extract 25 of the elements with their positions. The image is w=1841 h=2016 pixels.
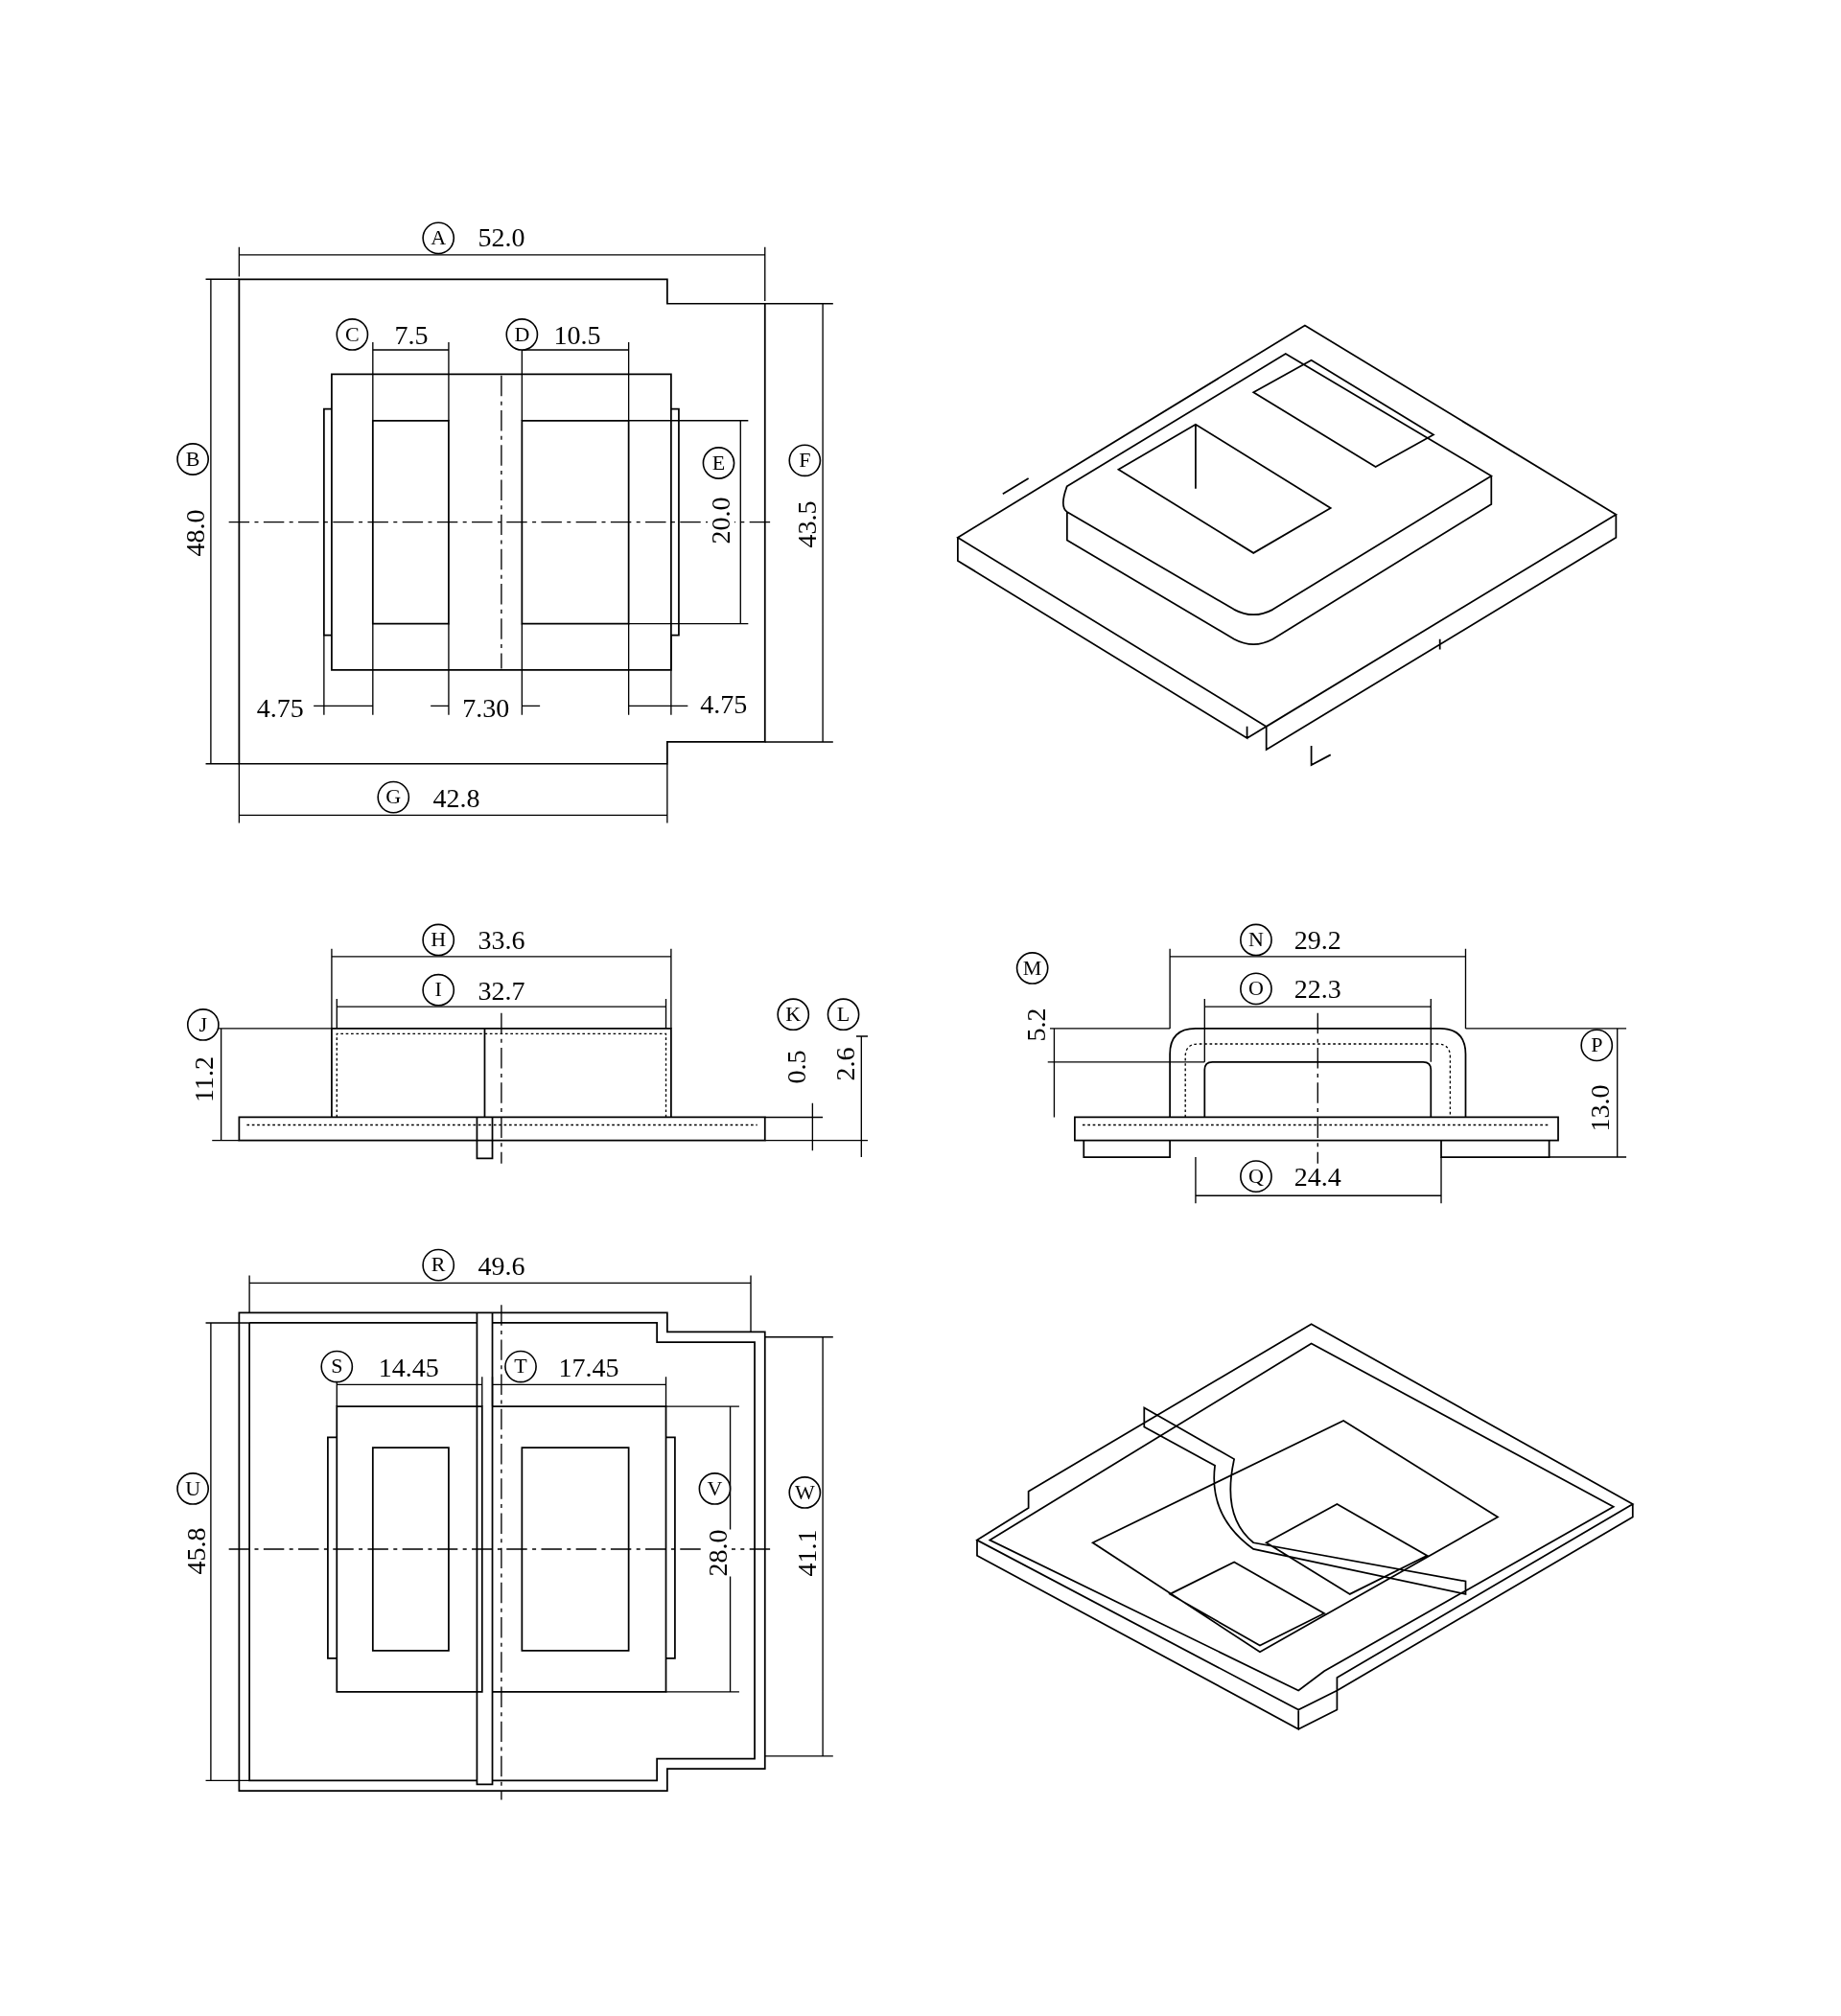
callout-letter: T bbox=[514, 1356, 527, 1378]
dimension-value: 28.0 bbox=[705, 1529, 733, 1577]
callout-letter: E bbox=[711, 452, 726, 474]
callout-letter: J bbox=[198, 1013, 208, 1035]
callout-letter: K bbox=[785, 1003, 802, 1025]
callout-letter: N bbox=[1248, 929, 1264, 951]
callout-letter: A bbox=[431, 227, 447, 249]
callout-letter: H bbox=[431, 929, 447, 951]
callout-letter: M bbox=[1022, 957, 1042, 979]
callout-letter: I bbox=[434, 979, 442, 1001]
callout-letter: C bbox=[345, 323, 360, 345]
callout-letter: R bbox=[431, 1254, 446, 1276]
callout-letter: F bbox=[799, 450, 811, 471]
callout-letter: O bbox=[1248, 978, 1264, 1000]
callout-letter: G bbox=[385, 786, 402, 808]
callout-letter: W bbox=[794, 1481, 815, 1503]
callout-letter: S bbox=[331, 1356, 343, 1378]
callout-letter: B bbox=[185, 448, 200, 470]
callout-letter: D bbox=[514, 323, 530, 345]
dimension-value: 20.0 bbox=[708, 497, 735, 545]
callout-letter: L bbox=[836, 1003, 851, 1025]
callout-letter: U bbox=[185, 1477, 201, 1499]
callout-letter: P bbox=[1591, 1034, 1603, 1056]
callout-letter: V bbox=[707, 1477, 723, 1499]
callout-letter: Q bbox=[1248, 1165, 1264, 1187]
